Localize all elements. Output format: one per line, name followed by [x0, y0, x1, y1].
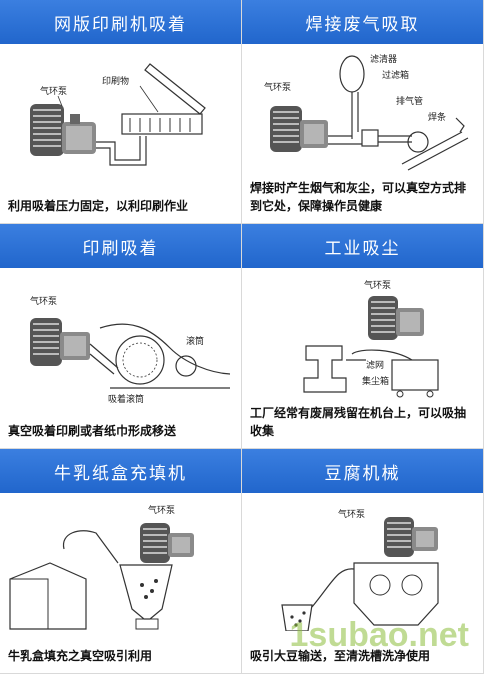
filter-net-label: 滤网	[366, 359, 384, 371]
panel-industrial-dust: 工业吸尘 气环泵 滤网 集尘箱 工厂经常有废屑残留在机台上，可以吸抽	[242, 224, 484, 449]
ring-blower-pump-icon	[270, 106, 328, 152]
panel-title: 工业吸尘	[242, 224, 483, 268]
panel-caption: 焊接时产生烟气和灰尘，可以真空方式排到它处，保障操作员健康	[250, 181, 467, 213]
pump-label: 气环泵	[364, 279, 391, 291]
milk-carton-diagram: 气环泵	[9, 504, 194, 630]
pump-label: 气环泵	[338, 508, 365, 520]
printed-object-label: 印刷物	[102, 75, 129, 87]
panel-caption: 吸引大豆输送，至清洗槽洗净使用	[250, 649, 431, 663]
tofu-machinery-diagram: 气环泵	[281, 508, 439, 631]
panel-welding-fume: 焊接废气吸取 气环泵 滤清器 过滤箱	[242, 0, 484, 224]
filter-label: 滤清器	[370, 53, 397, 65]
panel-title: 牛乳纸盒充填机	[0, 449, 241, 493]
panel-title: 豆腐机械	[242, 449, 483, 493]
ring-blower-pump-icon	[140, 523, 194, 563]
ring-blower-pump-icon	[30, 104, 96, 156]
print-suction-diagram: 气环泵 滚筒 吸着滚筒	[30, 295, 231, 405]
panel-screen-printing: 网版印刷机吸着 气环泵	[0, 0, 242, 224]
panel-caption: 利用吸着压力固定，以利印刷作业	[8, 199, 189, 213]
ring-blower-pump-icon	[30, 318, 90, 366]
screen-printing-diagram: 气环泵 印刷物	[30, 63, 206, 166]
industrial-dust-diagram: 气环泵 滤网 集尘箱	[303, 279, 439, 398]
pump-label: 气环泵	[148, 504, 175, 516]
roller-label: 滚筒	[186, 335, 204, 347]
suction-roller-label: 吸着滚筒	[108, 393, 144, 405]
welding-fume-diagram: 气环泵 滤清器 过滤箱 排气管 焊条	[264, 53, 469, 171]
panel-caption: 真空吸着印刷或者纸巾形成移送	[8, 424, 177, 438]
panel-tofu-machinery: 豆腐机械 气环泵 吸引大豆输送，至清洗槽洗净使用 1subao.net	[242, 449, 484, 674]
ring-blower-pump-icon	[368, 296, 424, 340]
pump-label: 气环泵	[264, 81, 291, 93]
ring-blower-pump-icon	[384, 517, 438, 557]
panel-milk-carton: 牛乳纸盒充填机 气环泵 牛乳盒填充之真空吸引利用	[0, 449, 242, 674]
exhaust-pipe-label: 排气管	[396, 95, 423, 107]
panel-print-suction: 印刷吸着 气环泵 滚筒 吸着滚筒 真空吸着印刷或者纸巾形成移送	[0, 224, 242, 449]
panel-title: 印刷吸着	[0, 224, 241, 268]
dust-box-label: 集尘箱	[362, 375, 389, 387]
welding-rod-label: 焊条	[428, 111, 446, 123]
panel-title: 焊接废气吸取	[242, 0, 483, 44]
pump-label: 气环泵	[30, 295, 57, 307]
panel-title: 网版印刷机吸着	[0, 0, 241, 44]
watermark: 1subao.net	[289, 616, 469, 654]
filter-box-label: 过滤箱	[382, 69, 409, 81]
panel-caption: 工厂经常有废屑残留在机台上，可以吸抽收集	[250, 406, 467, 438]
pump-label: 气环泵	[40, 85, 67, 97]
panel-caption: 牛乳盒填充之真空吸引利用	[8, 649, 153, 663]
